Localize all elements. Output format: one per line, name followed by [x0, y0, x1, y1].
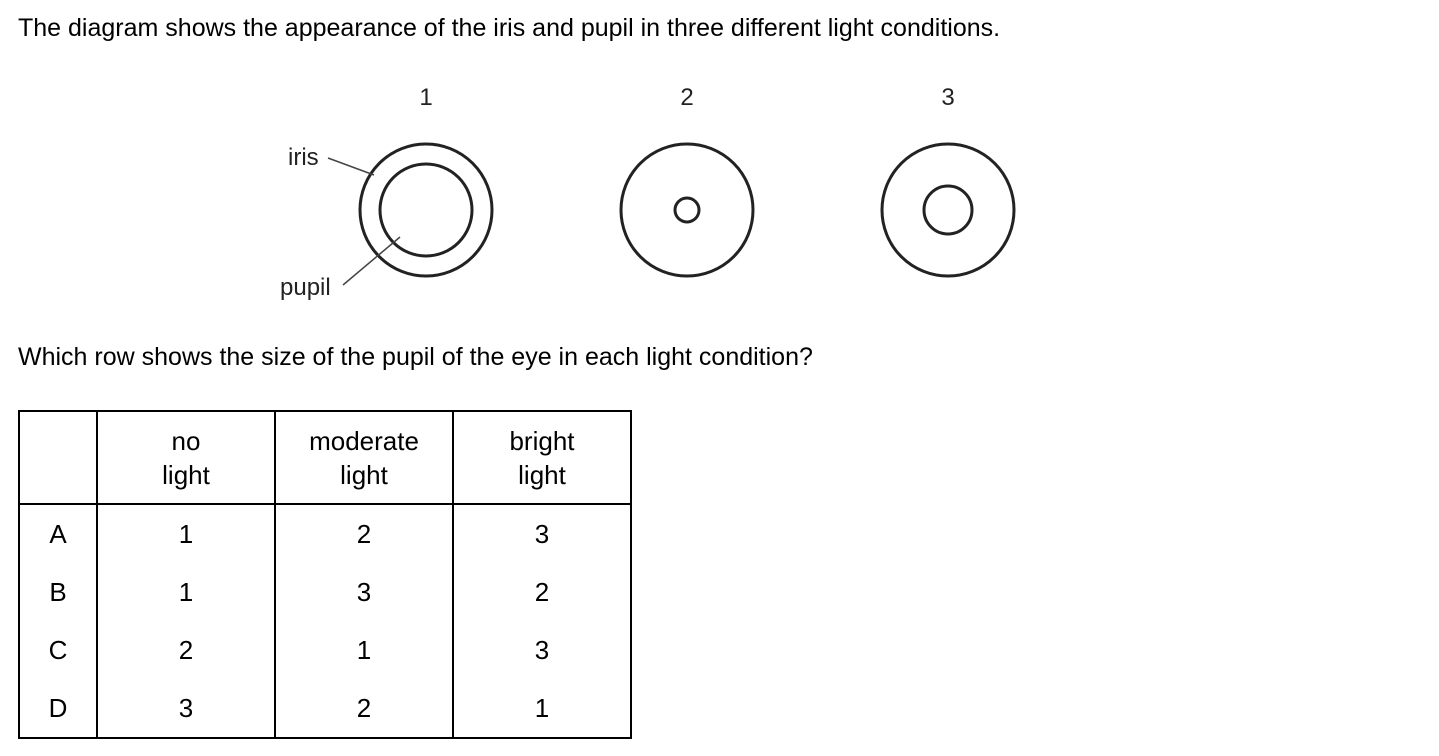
eye-number-3: 3: [941, 84, 954, 111]
header-bright-light-line2: light: [518, 459, 566, 490]
pupil-pointer-line: [342, 236, 401, 286]
eye-1-iris: [358, 142, 494, 278]
eye-1-pupil: [378, 162, 474, 258]
cell-bright-light: 1: [452, 679, 632, 739]
cell-no-light: 1: [96, 503, 276, 563]
eye-1: [358, 142, 494, 278]
eye-2-iris: [619, 142, 755, 278]
cell-no-light: 1: [96, 563, 276, 621]
cell-moderate-light: 2: [274, 503, 454, 563]
header-no-light: no light: [96, 410, 276, 505]
table-row: C 2 1 3: [18, 621, 632, 679]
eye-number-1: 1: [419, 84, 432, 111]
option-letter: C: [18, 621, 98, 679]
header-bright-light-line1: bright: [509, 425, 575, 456]
iris-pointer-line: [327, 157, 375, 176]
cell-no-light: 2: [96, 621, 276, 679]
table-row: B 1 3 2: [18, 563, 632, 621]
table-row: A 1 2 3: [18, 503, 632, 563]
cell-bright-light: 3: [452, 503, 632, 563]
cell-moderate-light: 1: [274, 621, 454, 679]
eye-2-pupil: [673, 196, 701, 224]
iris-label: iris: [288, 144, 319, 171]
cell-moderate-light: 3: [274, 563, 454, 621]
cell-bright-light: 2: [452, 563, 632, 621]
header-blank-cell: [18, 410, 98, 505]
table-row: D 3 2 1: [18, 679, 632, 739]
header-no-light-line1: no: [171, 425, 201, 456]
header-bright-light: bright light: [452, 410, 632, 505]
option-letter: D: [18, 679, 98, 739]
cell-moderate-light: 2: [274, 679, 454, 739]
header-moderate-light-line1: moderate: [309, 425, 419, 456]
answer-table: no light moderate light bright light A 1…: [18, 410, 632, 739]
eye-diagram: 1 2 3 iris pupil: [280, 84, 1016, 301]
eye-3-iris: [880, 142, 1016, 278]
option-letter: A: [18, 503, 98, 563]
eye-3: [880, 142, 1016, 278]
intro-text: The diagram shows the appearance of the …: [18, 14, 1001, 42]
eye-3-pupil: [922, 184, 974, 236]
eye-number-2: 2: [680, 84, 693, 111]
header-moderate-light: moderate light: [274, 410, 454, 505]
table-header-row: no light moderate light bright light: [18, 410, 632, 505]
question-text: Which row shows the size of the pupil of…: [18, 343, 813, 371]
cell-bright-light: 3: [452, 621, 632, 679]
option-letter: B: [18, 563, 98, 621]
eye-2: [619, 142, 755, 278]
pupil-label: pupil: [280, 274, 331, 301]
cell-no-light: 3: [96, 679, 276, 739]
header-no-light-line2: light: [162, 459, 210, 490]
header-moderate-light-line2: light: [340, 459, 388, 490]
